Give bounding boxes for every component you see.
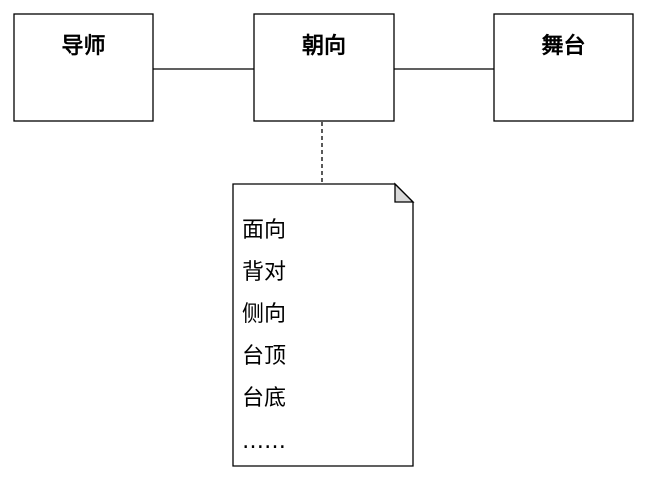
box-mentor-label: 导师: [61, 33, 105, 59]
box-orientation-label: 朝向: [302, 33, 346, 59]
box-orientation: 朝向: [253, 13, 395, 122]
note-outline: [232, 183, 414, 467]
note-item: ……: [242, 429, 286, 454]
note-fold-corner: [394, 182, 415, 203]
note-item: 台顶: [242, 344, 286, 369]
note-item: 背对: [242, 260, 286, 285]
box-stage-label: 舞台: [541, 33, 585, 59]
note-item: 面向: [242, 218, 286, 243]
box-stage: 舞台: [493, 13, 634, 122]
note-item: 侧向: [242, 302, 286, 327]
note-item: 台底: [242, 386, 286, 411]
box-mentor: 导师: [13, 13, 154, 122]
